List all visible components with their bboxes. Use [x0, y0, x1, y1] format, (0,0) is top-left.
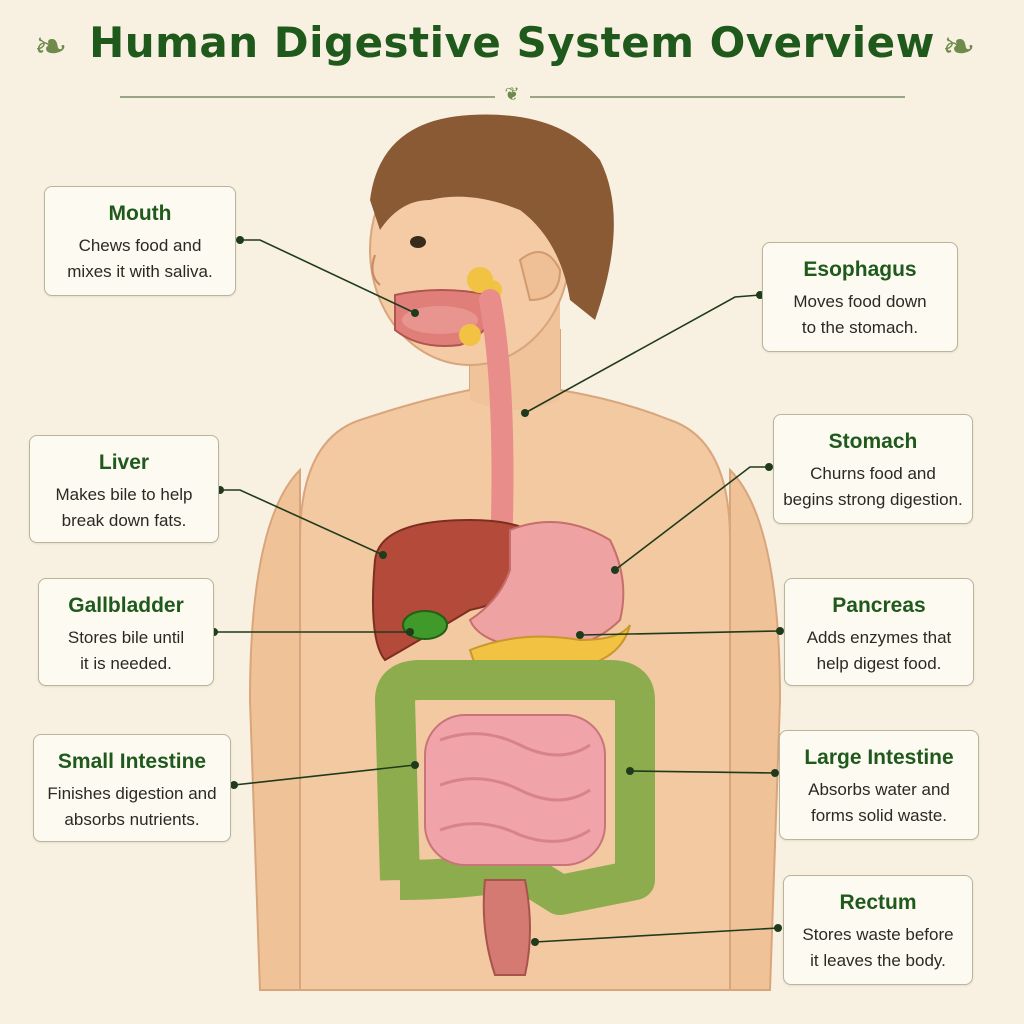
card-pancreas: Pancreas Adds enzymes that help digest f…: [784, 578, 974, 686]
card-large-intestine-title: Large Intestine: [780, 745, 978, 771]
esophagus-tube: [490, 300, 503, 520]
card-small-intestine-title: Small Intestine: [34, 749, 230, 775]
card-rectum-description: Stores waste before it leaves the body.: [784, 922, 972, 974]
card-liver-description: Makes bile to help break down fats.: [30, 482, 218, 534]
title-divider-right: [530, 96, 905, 98]
card-liver-title: Liver: [30, 450, 218, 476]
card-large-intestine: Large Intestine Absorbs water and forms …: [779, 730, 979, 840]
title-divider-left: [120, 96, 495, 98]
rectum-shape: [484, 880, 530, 975]
card-gallbladder: Gallbladder Stores bile until it is need…: [38, 578, 214, 686]
card-mouth: Mouth Chews food and mixes it with saliv…: [44, 186, 236, 296]
card-gallbladder-title: Gallbladder: [39, 593, 213, 619]
eye: [410, 236, 426, 248]
card-stomach-title: Stomach: [774, 429, 972, 455]
card-stomach-description: Churns food and begins strong digestion.: [774, 461, 972, 513]
card-small-intestine-description: Finishes digestion and absorbs nutrients…: [34, 781, 230, 833]
card-gallbladder-description: Stores bile until it is needed.: [39, 625, 213, 677]
card-pancreas-title: Pancreas: [785, 593, 973, 619]
leaf-ornament-left: ❧: [34, 24, 68, 70]
card-mouth-title: Mouth: [45, 201, 235, 227]
leaf-ornament-center: ❦: [498, 84, 526, 104]
leaf-ornament-right: ❧: [942, 24, 976, 70]
card-esophagus-description: Moves food down to the stomach.: [763, 289, 957, 341]
page-title: Human Digestive System Overview: [0, 18, 1024, 67]
card-pancreas-description: Adds enzymes that help digest food.: [785, 625, 973, 677]
card-liver: Liver Makes bile to help break down fats…: [29, 435, 219, 543]
card-mouth-description: Chews food and mixes it with saliva.: [45, 233, 235, 285]
card-small-intestine: Small Intestine Finishes digestion and a…: [33, 734, 231, 842]
card-rectum: Rectum Stores waste before it leaves the…: [783, 875, 973, 985]
card-large-intestine-description: Absorbs water and forms solid waste.: [780, 777, 978, 829]
card-esophagus: Esophagus Moves food down to the stomach…: [762, 242, 958, 352]
card-stomach: Stomach Churns food and begins strong di…: [773, 414, 973, 524]
right-arm: [730, 470, 780, 990]
card-esophagus-title: Esophagus: [763, 257, 957, 283]
card-rectum-title: Rectum: [784, 890, 972, 916]
gallbladder-shape: [403, 611, 447, 639]
left-arm: [250, 470, 300, 990]
